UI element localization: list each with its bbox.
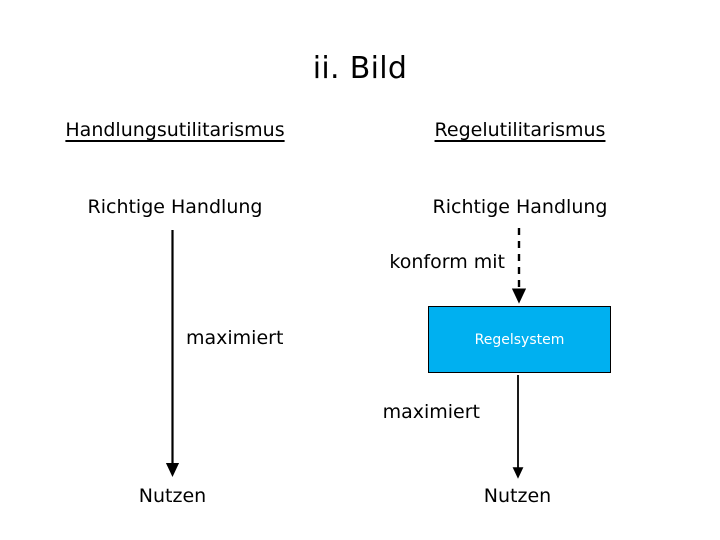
- column-header-handlungsutilitarismus: Handlungsutilitarismus: [65, 119, 285, 141]
- edge-label-maximiert-right: maximiert: [382, 401, 480, 423]
- column-header-regelutilitarismus: Regelutilitarismus: [434, 119, 606, 141]
- right-node-nutzen: Nutzen: [483, 485, 552, 507]
- edge-label-konform-mit: konform mit: [389, 251, 505, 273]
- left-node-nutzen: Nutzen: [138, 485, 207, 507]
- page-title: ii. Bild: [312, 51, 408, 86]
- left-node-richtige-handlung: Richtige Handlung: [87, 196, 263, 218]
- regelsystem-label: Regelsystem: [474, 331, 565, 348]
- edge-label-maximiert-left: maximiert: [186, 327, 284, 349]
- right-node-richtige-handlung: Richtige Handlung: [432, 196, 608, 218]
- regelsystem-box: Regelsystem: [428, 306, 611, 373]
